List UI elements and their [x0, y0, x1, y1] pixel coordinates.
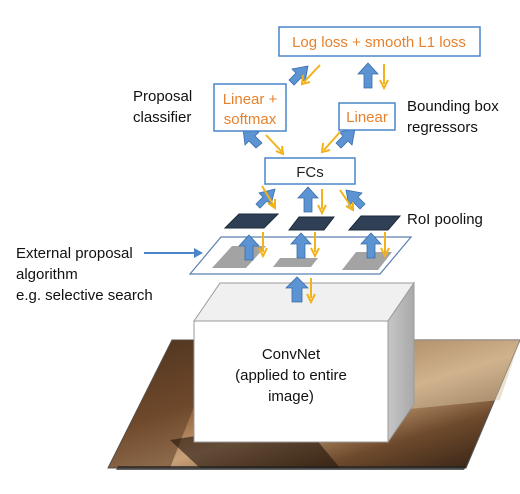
fc-input-arrows	[255, 185, 366, 216]
roi-pooled-features	[223, 213, 402, 231]
proposal-classifier-label-line2: classifier	[133, 109, 191, 126]
external-proposal-label-line2: algorithm	[16, 266, 78, 283]
external-proposal-pointer	[144, 248, 203, 258]
linear-softmax-line2: softmax	[224, 111, 277, 128]
roi-arrows	[238, 232, 390, 261]
convnet-label: ConvNet	[262, 346, 321, 363]
fcs-box: FCs	[264, 157, 356, 185]
linear-label: Linear	[346, 109, 388, 126]
convnet-sub1: (applied to entire	[235, 367, 347, 384]
fcs-label: FCs	[296, 164, 324, 181]
head-arrows	[242, 128, 356, 156]
proposal-classifier-label-line1: Proposal	[133, 88, 192, 105]
bbox-regressors-label-line1: Bounding box	[407, 98, 499, 115]
convnet-sub2: image)	[268, 388, 314, 405]
loss-box: Log loss + smooth L1 loss	[278, 26, 481, 57]
linear-softmax-box: Linear + softmax	[213, 83, 287, 132]
loss-label: Log loss + smooth L1 loss	[292, 34, 466, 51]
loss-arrows	[288, 62, 389, 91]
external-proposal-label-line1: External proposal	[16, 245, 133, 262]
convnet-feature-arrows	[285, 276, 316, 305]
bbox-regressors-label-line2: regressors	[407, 119, 478, 136]
linear-box: Linear	[338, 102, 396, 131]
roi-pooling-label: RoI pooling	[407, 211, 483, 228]
external-proposal-label-line3: e.g. selective search	[16, 287, 153, 304]
convnet-cube: ConvNet (applied to entire image)	[193, 281, 415, 444]
linear-softmax-line1: Linear +	[223, 91, 278, 108]
